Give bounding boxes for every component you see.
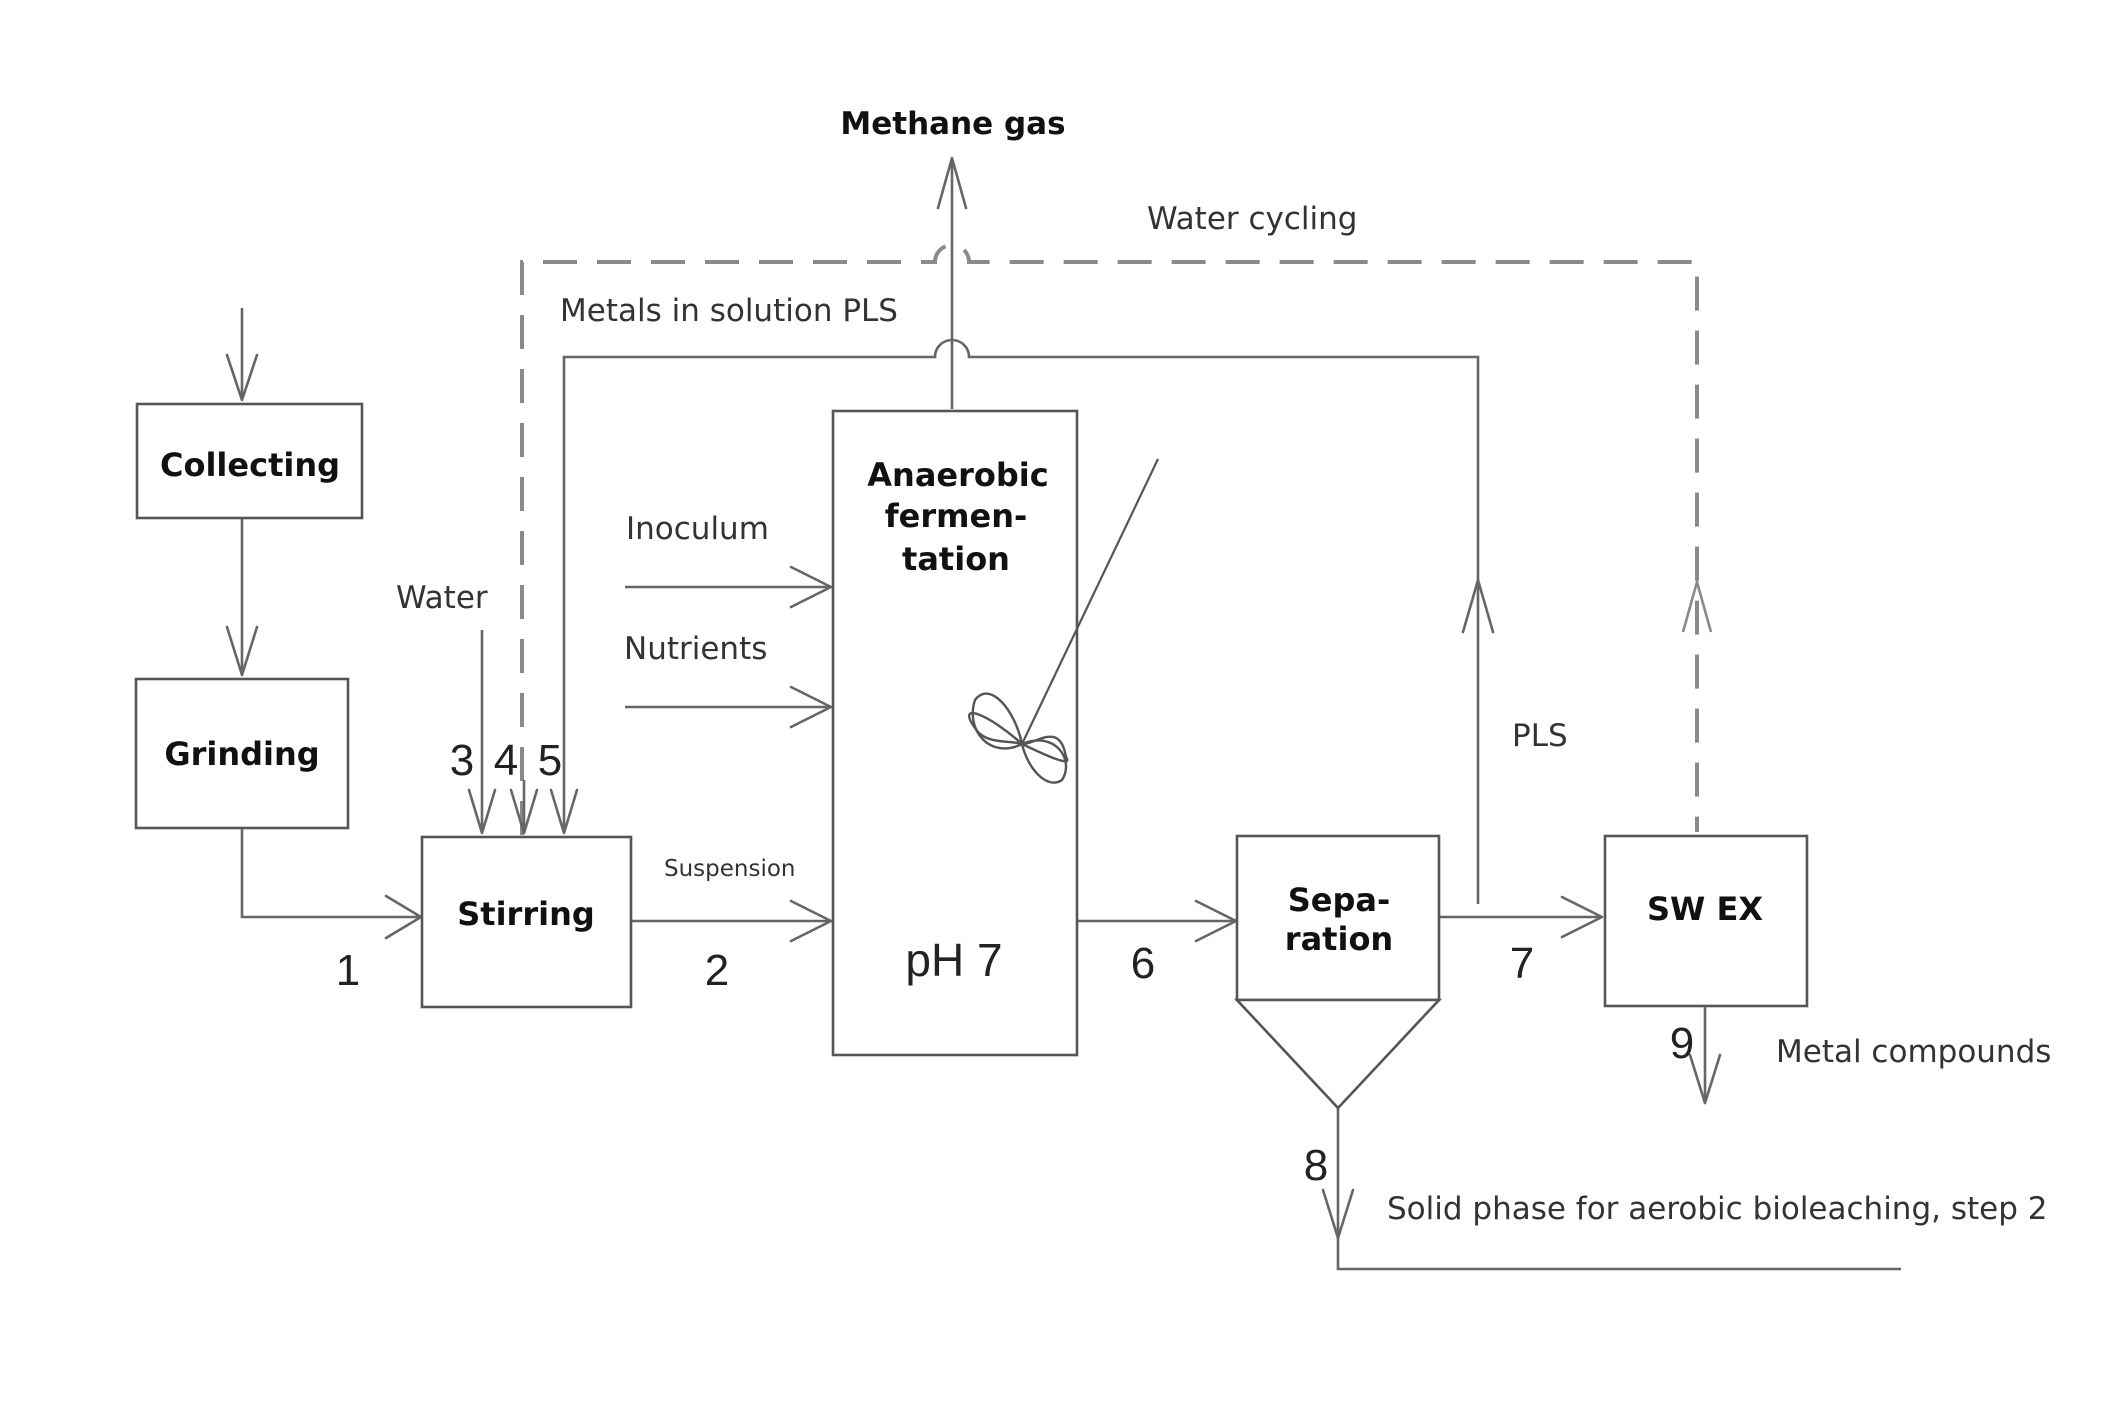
stream-4-arrowhead bbox=[509, 788, 539, 835]
stream-number-7: 7 bbox=[1510, 939, 1534, 988]
nutrients-arrowhead bbox=[789, 685, 833, 729]
ph-label: pH 7 bbox=[905, 934, 1002, 986]
grinding-label: Grinding bbox=[164, 735, 319, 773]
fermentation-label-line-1: Anaerobic bbox=[867, 456, 1048, 494]
stream-number-9: 9 bbox=[1670, 1019, 1694, 1068]
inoculum-arrowhead bbox=[789, 565, 833, 609]
pls-up-arrowhead bbox=[1461, 578, 1495, 634]
stream-8-line bbox=[1336, 1107, 1901, 1271]
input-arrowhead bbox=[225, 353, 259, 402]
collecting-to-grinding-arrowhead bbox=[225, 625, 259, 677]
fermentation-box bbox=[831, 409, 1079, 1057]
stream-number-3: 3 bbox=[450, 736, 474, 785]
stream-number-2: 2 bbox=[705, 946, 729, 995]
water-cycling-loop bbox=[520, 243, 1699, 835]
swex-box bbox=[1603, 834, 1809, 1008]
nutrients-label: Nutrients bbox=[624, 631, 767, 667]
water-label: Water bbox=[396, 580, 488, 616]
stream-number-8: 8 bbox=[1304, 1141, 1328, 1190]
stream-1-line bbox=[240, 825, 421, 919]
metals-in-solution-label: Metals in solution PLS bbox=[560, 293, 898, 329]
stream-2-arrowhead bbox=[789, 899, 833, 943]
stirrer-icon bbox=[968, 458, 1159, 784]
stream-number-6: 6 bbox=[1131, 939, 1155, 988]
separation-hopper bbox=[1234, 998, 1442, 1110]
water-cycling-arrowhead bbox=[1681, 577, 1713, 633]
stream-number-1: 1 bbox=[336, 946, 360, 995]
methane-arrowhead bbox=[936, 156, 968, 210]
stirring-box bbox=[420, 835, 633, 1009]
suspension-label: Suspension bbox=[664, 856, 796, 882]
stream-7-arrowhead bbox=[1560, 895, 1604, 939]
stream-3-arrowhead bbox=[467, 788, 497, 835]
inoculum-label: Inoculum bbox=[626, 511, 769, 547]
collecting-label: Collecting bbox=[160, 446, 340, 484]
swex-label: SW EX bbox=[1647, 890, 1763, 928]
stream-9-arrowhead bbox=[1688, 1053, 1722, 1105]
separation-box bbox=[1235, 834, 1441, 1002]
pls-label: PLS bbox=[1512, 718, 1568, 754]
collecting-box bbox=[135, 402, 364, 520]
stream-5-arrowhead bbox=[549, 788, 579, 835]
stream-8-arrowhead bbox=[1321, 1188, 1355, 1240]
separation-label-line-2: ration bbox=[1285, 920, 1393, 958]
fermentation-label-line-2: fermen- bbox=[885, 497, 1028, 535]
fermentation-label-line-3: tation bbox=[902, 540, 1010, 578]
solid-phase-label: Solid phase for aerobic bioleaching, ste… bbox=[1387, 1191, 2047, 1227]
stream-number-5: 5 bbox=[538, 736, 562, 785]
stream-number-4: 4 bbox=[494, 736, 518, 785]
metal-compounds-label: Metal compounds bbox=[1776, 1034, 2051, 1070]
separation-label-line-1: Sepa- bbox=[1288, 881, 1391, 919]
stirring-label: Stirring bbox=[457, 895, 595, 933]
water-cycling-label: Water cycling bbox=[1147, 201, 1357, 237]
grinding-box bbox=[134, 677, 350, 830]
methane-gas-label: Methane gas bbox=[840, 106, 1065, 142]
